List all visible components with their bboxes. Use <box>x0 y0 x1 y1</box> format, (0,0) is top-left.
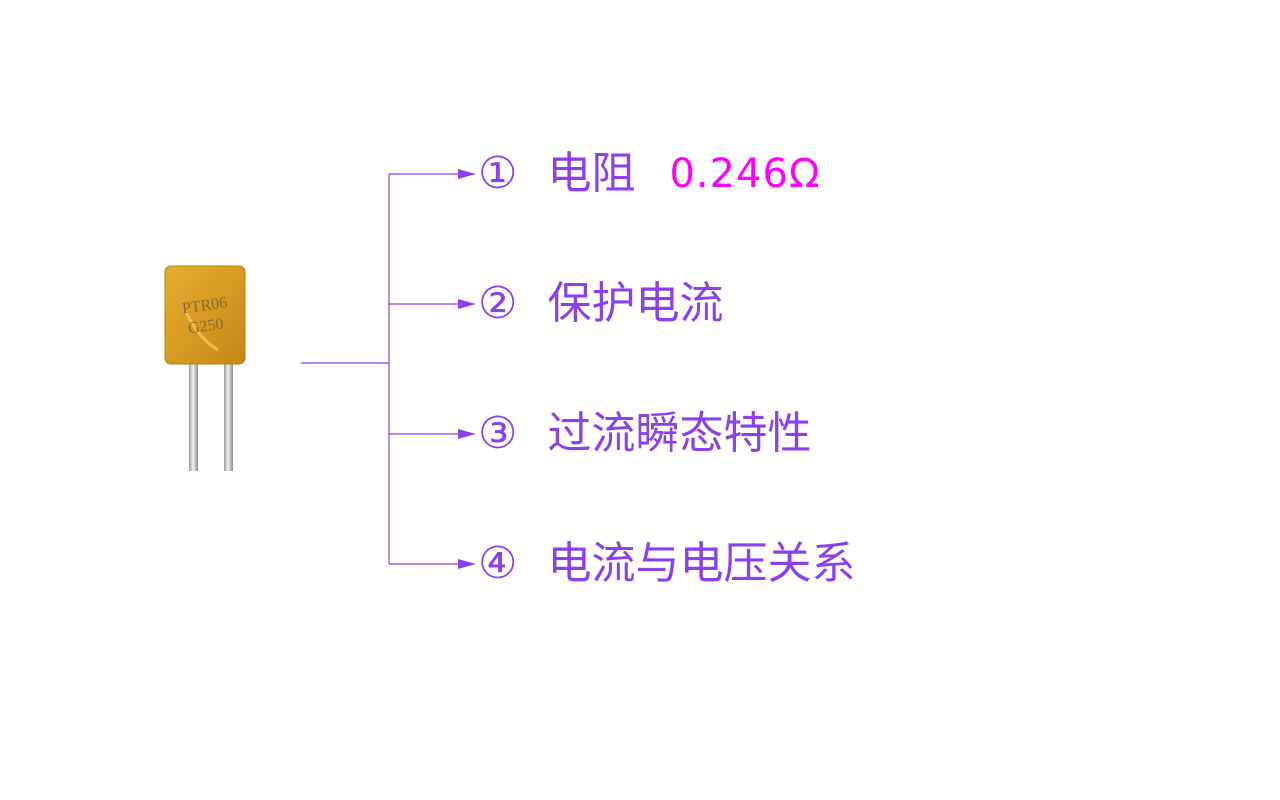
item-overcurrent-transient: ③ 过流瞬态特性 <box>478 404 811 464</box>
arrowhead-2 <box>458 299 476 309</box>
resistance-value: 0.246Ω <box>669 151 821 197</box>
component-highlight <box>184 311 219 352</box>
arrowheads <box>458 169 476 569</box>
item-label-overcurrent-transient: 过流瞬态特性 <box>547 408 812 459</box>
item-resistance: ① 电阻 0.246Ω <box>478 144 821 204</box>
component-marking-line-2: G250 <box>187 315 225 337</box>
item-current-voltage-relation: ④ 电流与电压关系 <box>478 534 855 594</box>
arrowhead-1 <box>458 169 476 179</box>
item-number-4: ④ <box>478 538 518 589</box>
component-body <box>164 265 246 365</box>
component-marking-line-1: PTR06 <box>181 294 228 317</box>
item-label-current-voltage-relation: 电流与电压关系 <box>547 538 856 589</box>
item-label-resistance: 电阻 <box>547 148 636 199</box>
connector-lines <box>301 173 462 565</box>
arrowhead-3 <box>458 429 476 439</box>
item-label-protection-current: 保护电流 <box>547 278 724 329</box>
item-number-3: ③ <box>478 408 518 459</box>
item-number-2: ② <box>478 278 518 329</box>
item-protection-current: ② 保护电流 <box>478 274 723 334</box>
item-number-1: ① <box>478 148 518 199</box>
arrowhead-4 <box>458 559 476 569</box>
component-lead-left <box>189 350 198 471</box>
ptc-fuse-component: PTR06 G250 <box>164 265 246 471</box>
component-lead-right <box>224 350 233 471</box>
